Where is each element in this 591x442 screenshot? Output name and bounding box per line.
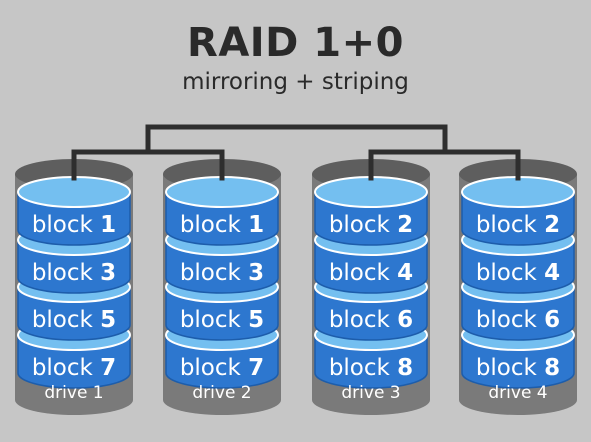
block-number: 3 (100, 260, 116, 286)
connector-top (145, 124, 448, 155)
block-word: block (180, 260, 248, 286)
block-label: block 3 (32, 260, 116, 286)
block-label: block 4 (476, 260, 560, 286)
block-word: block (329, 260, 397, 286)
block-number: 6 (544, 307, 560, 333)
block-number: 5 (248, 307, 264, 333)
block-label: block 2 (476, 212, 560, 238)
block-number: 1 (100, 212, 116, 238)
block-word: block (32, 355, 100, 381)
disk-top (314, 176, 428, 208)
connector-mirror-left (71, 149, 225, 181)
connector-mirror-right (368, 149, 521, 181)
disk-top (165, 176, 279, 208)
drive-label: drive 4 (488, 383, 547, 403)
block-label: block 1 (180, 212, 264, 238)
block-word: block (32, 212, 100, 238)
drive-label: drive 3 (341, 383, 400, 403)
block-label: block 4 (329, 260, 413, 286)
block-label: block 7 (180, 355, 264, 381)
block-word: block (329, 307, 397, 333)
block-word: block (476, 307, 544, 333)
block-word: block (180, 355, 248, 381)
block-label: block 6 (476, 307, 560, 333)
block-word: block (476, 212, 544, 238)
block-number: 5 (100, 307, 116, 333)
drive-label: drive 2 (192, 383, 251, 403)
block-word: block (180, 212, 248, 238)
block-number: 6 (397, 307, 413, 333)
connector-lines (71, 124, 521, 181)
block-label: block 8 (476, 355, 560, 381)
block-word: block (476, 260, 544, 286)
block-label: block 2 (329, 212, 413, 238)
disk-top (461, 176, 575, 208)
block-number: 8 (544, 355, 560, 381)
block-label: block 6 (329, 307, 413, 333)
block-word: block (180, 307, 248, 333)
block-label: block 7 (32, 355, 116, 381)
block-word: block (329, 212, 397, 238)
disk-block-4: block 4 (461, 224, 575, 294)
block-label: block 5 (180, 307, 264, 333)
block-word: block (476, 355, 544, 381)
block-label: block 3 (180, 260, 264, 286)
block-label: block 8 (329, 355, 413, 381)
disk-block-2: block 2 (461, 176, 575, 246)
block-number: 4 (397, 260, 413, 286)
block-label: block 1 (32, 212, 116, 238)
disk-top (17, 176, 131, 208)
disk-block-1: block 1 (165, 176, 279, 246)
block-number: 2 (544, 212, 560, 238)
block-label: block 5 (32, 307, 116, 333)
block-number: 7 (100, 355, 116, 381)
diagram-title: RAID 1+0 (187, 20, 404, 66)
block-word: block (329, 355, 397, 381)
diagram-subtitle: mirroring + striping (182, 69, 409, 95)
block-word: block (32, 260, 100, 286)
block-number: 4 (544, 260, 560, 286)
block-number: 3 (248, 260, 264, 286)
block-number: 7 (248, 355, 264, 381)
drive-label: drive 1 (44, 383, 103, 403)
block-number: 1 (248, 212, 264, 238)
block-number: 2 (397, 212, 413, 238)
block-word: block (32, 307, 100, 333)
disk-block-1: block 1 (17, 176, 131, 246)
block-number: 8 (397, 355, 413, 381)
disk-block-2: block 2 (314, 176, 428, 246)
